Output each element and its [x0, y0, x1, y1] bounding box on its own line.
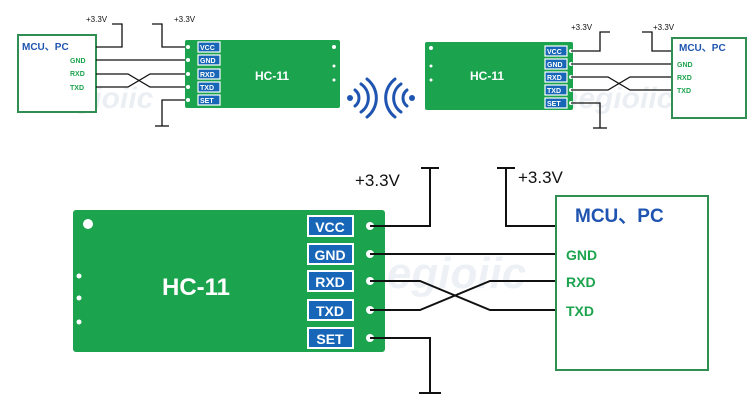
mcu-box-large	[555, 195, 709, 371]
pin-rxd-small-left: RXD	[200, 72, 215, 79]
supply-label-large-2: +3.3V	[518, 168, 564, 187]
pin-gnd-small-left: GND	[200, 58, 216, 65]
pin-set-small-right: SET	[547, 101, 561, 108]
pin-gnd-small-right: GND	[547, 62, 563, 69]
pin-rxd-large: RXD	[315, 274, 345, 290]
wire-txd-cross-small-left	[96, 73, 188, 88]
wire-set-small-right	[571, 102, 601, 128]
mcu-gnd-large: GND	[566, 247, 597, 263]
pin-vcc-small-left: VCC	[200, 45, 215, 52]
mcu-rxd-small-left: RXD	[70, 71, 85, 78]
mcu-title-small-right: MCU、PC	[679, 43, 726, 54]
large-schematic: HC-11 VCC GND RXD TXD SET +3.3V +3.3V MC…	[73, 167, 709, 394]
mcu-txd-large: TXD	[566, 303, 594, 319]
small-right-schematic: HC-11 VCC GND RXD TXD SET +3.3V +3.3V MC…	[425, 23, 747, 129]
wire-txd-cross-small-right	[571, 76, 672, 91]
wire-vcc-small-right	[571, 31, 610, 52]
pin-txd-small-right: TXD	[547, 88, 561, 95]
mcu-txd-small-right: TXD	[677, 88, 691, 95]
supply-label-small-right-2: +3.3V	[653, 23, 675, 32]
supply-label-large-1: +3.3V	[355, 171, 401, 190]
module-name-small-left: HC-11	[255, 69, 289, 83]
mcu-title-large: MCU、PC	[575, 206, 664, 227]
wire-mcu-supply-small-left	[96, 23, 123, 48]
supply-label-small-left-1: +3.3V	[86, 15, 108, 24]
pin-gnd-large: GND	[314, 247, 345, 263]
wire-txd-cross-large	[370, 280, 556, 311]
wire-mcu-supply-large	[505, 168, 556, 227]
hc11-board-small-right	[425, 42, 573, 110]
mcu-rxd-small-right: RXD	[677, 75, 692, 82]
pin-txd-small-left: TXD	[200, 85, 214, 92]
pin-rxd-small-right: RXD	[547, 75, 562, 82]
mcu-box-small-right	[671, 37, 747, 119]
wireless-signal-icon	[384, 77, 415, 119]
mcu-box-small-left	[17, 34, 97, 113]
supply-label-small-right-1: +3.3V	[571, 23, 593, 32]
hc11-board-small-left	[185, 40, 340, 108]
wire-mcu-supply-small-right	[642, 31, 672, 52]
mcu-title-small-left: MCU、PC	[22, 42, 69, 53]
mcu-gnd-small-left: GND	[70, 58, 86, 65]
mcu-gnd-small-right: GND	[677, 62, 693, 69]
pin-vcc-small-right: VCC	[547, 49, 562, 56]
wire-vcc-small-left	[152, 23, 188, 48]
small-left-schematic: MCU、PC GND RXD TXD +3.3V +3.3V VCC GND R…	[17, 15, 340, 127]
pin-txd-large: TXD	[316, 303, 344, 319]
wire-set-small-left	[161, 99, 188, 126]
module-name-small-right: HC-11	[470, 69, 504, 83]
pin-set-large: SET	[316, 331, 344, 347]
watermark-right: hegioiic	[560, 82, 674, 115]
mcu-rxd-large: RXD	[566, 274, 596, 290]
pin-set-small-left: SET	[200, 98, 214, 105]
mcu-txd-small-left: TXD	[70, 85, 84, 92]
wire-set-large	[370, 337, 431, 393]
supply-label-small-left-2: +3.3V	[174, 15, 196, 24]
pin-vcc-large: VCC	[315, 219, 345, 235]
wireless-signal-icon	[347, 77, 378, 119]
wire-vcc-large	[370, 168, 431, 227]
module-name-large: HC-11	[162, 274, 230, 301]
